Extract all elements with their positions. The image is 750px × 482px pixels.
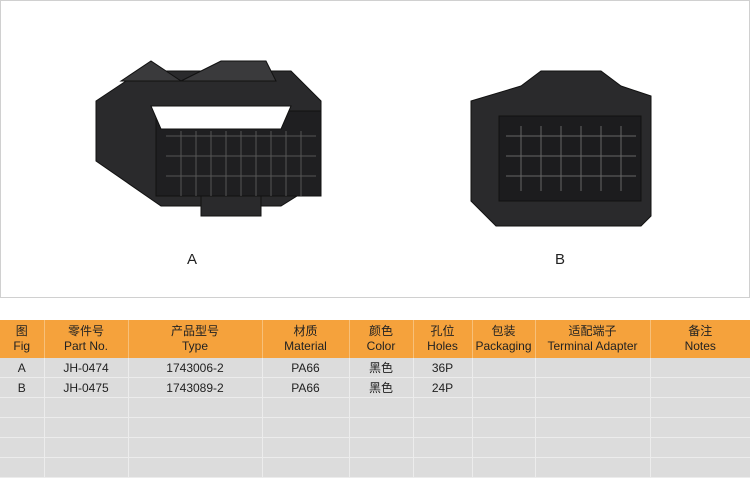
table-cell xyxy=(413,437,473,458)
table-cell xyxy=(650,417,750,438)
table-cell xyxy=(650,437,750,458)
table-cell xyxy=(535,397,651,418)
column-header-zh: 零件号 xyxy=(67,324,104,338)
table-cell xyxy=(44,457,129,478)
table-cell: 1743006-2 xyxy=(128,358,263,378)
column-header-zh: 孔位 xyxy=(430,324,455,338)
table-cell xyxy=(349,397,414,418)
column-header-en: Holes xyxy=(427,339,458,353)
column-header-en: Part No. xyxy=(63,339,108,353)
column-header-en: Terminal Adapter xyxy=(547,339,638,353)
table-cell xyxy=(472,358,536,378)
table-cell xyxy=(44,437,129,458)
table-cell: 黑色 xyxy=(349,377,414,398)
figure-label-b: B xyxy=(555,251,566,268)
column-header-zh: 颜色 xyxy=(368,324,393,338)
table-cell xyxy=(413,417,473,438)
table-cell xyxy=(650,377,750,398)
table-cell xyxy=(535,457,651,478)
table-cell xyxy=(650,358,750,378)
table-cell xyxy=(262,457,350,478)
table-cell xyxy=(349,437,414,458)
table-cell xyxy=(262,437,350,458)
table-row xyxy=(0,417,750,438)
column-header-zh: 备注 xyxy=(688,324,713,338)
column-header-zh: 产品型号 xyxy=(170,324,219,338)
table-cell xyxy=(44,417,129,438)
table-cell xyxy=(128,437,263,458)
table-cell: 黑色 xyxy=(349,358,414,378)
table-cell xyxy=(128,417,263,438)
table-cell: A xyxy=(0,358,45,378)
table-cell: PA66 xyxy=(262,358,350,378)
table-cell xyxy=(650,397,750,418)
table-cell xyxy=(650,457,750,478)
table-cell xyxy=(472,457,536,478)
table-cell xyxy=(413,457,473,478)
table-cell: PA66 xyxy=(262,377,350,398)
table-row xyxy=(0,397,750,418)
table-cell xyxy=(413,397,473,418)
connector-b-image xyxy=(470,70,652,227)
product-photo-panel: A B xyxy=(0,0,750,298)
table-cell xyxy=(472,417,536,438)
column-header-zh: 包装 xyxy=(491,324,516,338)
table-cell xyxy=(349,417,414,438)
table-cell xyxy=(472,437,536,458)
table-cell: JH-0475 xyxy=(44,377,129,398)
column-header-en: Color xyxy=(366,339,396,353)
table-cell xyxy=(535,437,651,458)
table-cell: 36P xyxy=(413,358,473,378)
column-header-zh: 材质 xyxy=(293,324,318,338)
column-header-en: Type xyxy=(181,339,208,353)
table-cell xyxy=(535,377,651,398)
column-header-en: Notes xyxy=(684,339,716,353)
table-cell: B xyxy=(0,377,45,398)
table-row xyxy=(0,457,750,478)
table-cell xyxy=(128,397,263,418)
table-cell xyxy=(128,457,263,478)
column-header-zh: 图 xyxy=(15,324,28,338)
table-cell: 24P xyxy=(413,377,473,398)
column-header-zh: 适配端子 xyxy=(568,324,617,338)
table-cell xyxy=(472,397,536,418)
table-cell xyxy=(262,417,350,438)
table-row xyxy=(0,437,750,458)
table-cell xyxy=(535,358,651,378)
table-cell: JH-0474 xyxy=(44,358,129,378)
column-header-en: Material xyxy=(284,339,327,353)
figure-label-a: A xyxy=(187,251,198,268)
connector-a-image xyxy=(95,60,322,217)
table-cell xyxy=(0,437,45,458)
table-cell xyxy=(0,417,45,438)
table-cell xyxy=(349,457,414,478)
table-cell xyxy=(44,397,129,418)
column-header-en: Fig xyxy=(13,339,31,353)
table-cell xyxy=(472,377,536,398)
table-cell xyxy=(0,457,45,478)
table-cell: 1743089-2 xyxy=(128,377,263,398)
table-cell xyxy=(535,417,651,438)
table-cell xyxy=(262,397,350,418)
table-cell xyxy=(0,397,45,418)
column-header-en: Packaging xyxy=(475,339,532,353)
